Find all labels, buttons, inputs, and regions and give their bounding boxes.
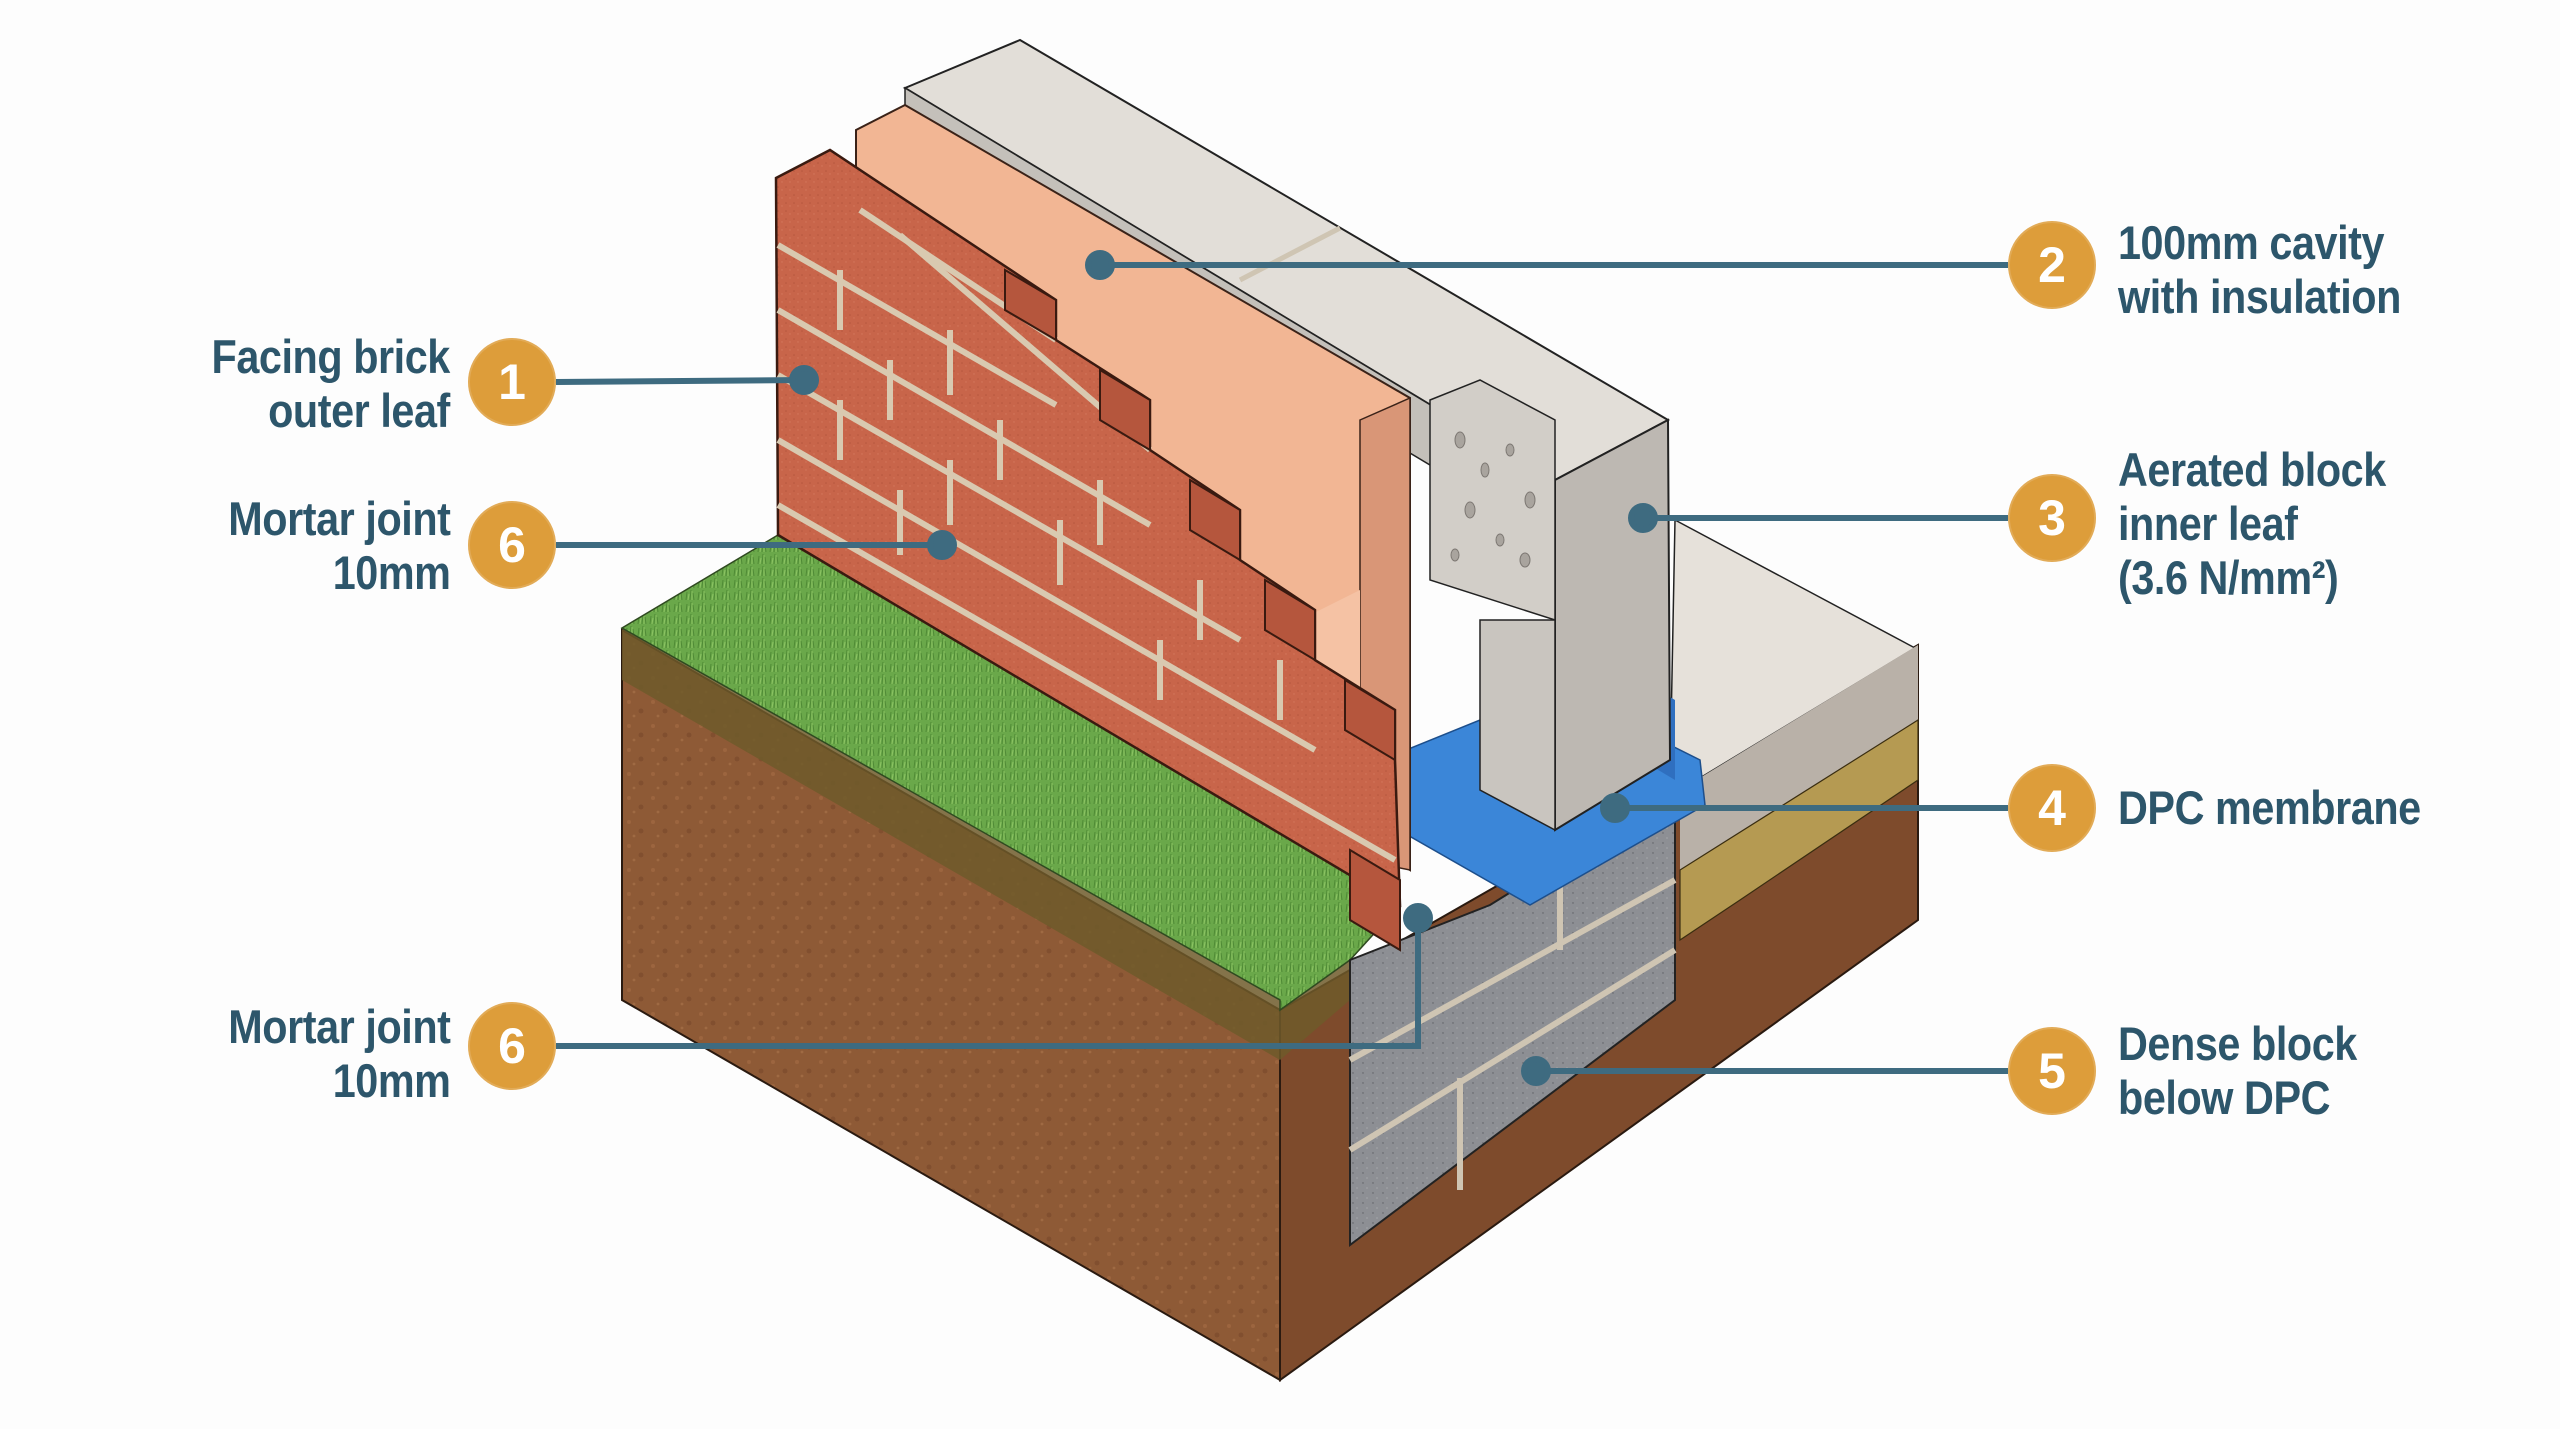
callout-label-line: 100mm cavity: [2118, 216, 2385, 269]
callout-label-dpc-membrane: DPC membrane: [2118, 781, 2421, 835]
callout-label-line: 10mm: [332, 546, 450, 599]
callout-badge-6b: 6: [468, 1002, 556, 1090]
callout-label-line: with insulation: [2118, 270, 2401, 323]
callout-badge-3: 3: [2008, 474, 2096, 562]
callout-badge-2: 2: [2008, 221, 2096, 309]
callout-label-line: Dense block: [2118, 1017, 2357, 1070]
callout-label-line: Aerated block: [2118, 443, 2386, 496]
floor-slab-edge: [1680, 645, 1918, 870]
hardcore-layer: [1679, 718, 1919, 942]
callout-label-facing-brick: Facing brick outer leaf: [211, 330, 451, 438]
callout-badge-6a: 6: [468, 501, 556, 589]
facing-brick-outer-leaf: [774, 148, 1402, 952]
leader-1: [555, 377, 805, 385]
callout-badge-4: 4: [2008, 764, 2096, 852]
leader-6b: [556, 918, 1421, 1049]
callout-label-line: Mortar joint: [227, 492, 451, 545]
callout-badge-1: 1: [468, 338, 556, 426]
callout-label-line: Mortar joint: [227, 1000, 451, 1053]
callout-label-mortar-joint-lower: Mortar joint 10mm: [227, 1000, 451, 1108]
callout-label-line: (3.6 N/mm²): [2118, 551, 2339, 604]
callout-label-mortar-joint-upper: Mortar joint 10mm: [227, 492, 451, 600]
callout-label-line: Facing brick: [211, 330, 451, 383]
callout-label-cavity-insulation: 100mm cavity with insulation: [2118, 216, 2401, 324]
callout-badge-5: 5: [2008, 1027, 2096, 1115]
callout-label-aerated-block: Aerated block inner leaf (3.6 N/mm²): [2118, 443, 2386, 605]
callout-label-line: 10mm: [332, 1054, 450, 1107]
callout-label-line: outer leaf: [268, 384, 450, 437]
leader-lines: [555, 250, 2008, 1086]
dense-block-foundation: [1348, 788, 1677, 1248]
callout-label-line: DPC membrane: [2118, 781, 2421, 834]
callout-label-line: inner leaf: [2118, 497, 2298, 550]
callout-label-dense-block: Dense block below DPC: [2118, 1017, 2357, 1125]
callout-label-line: below DPC: [2118, 1071, 2331, 1124]
